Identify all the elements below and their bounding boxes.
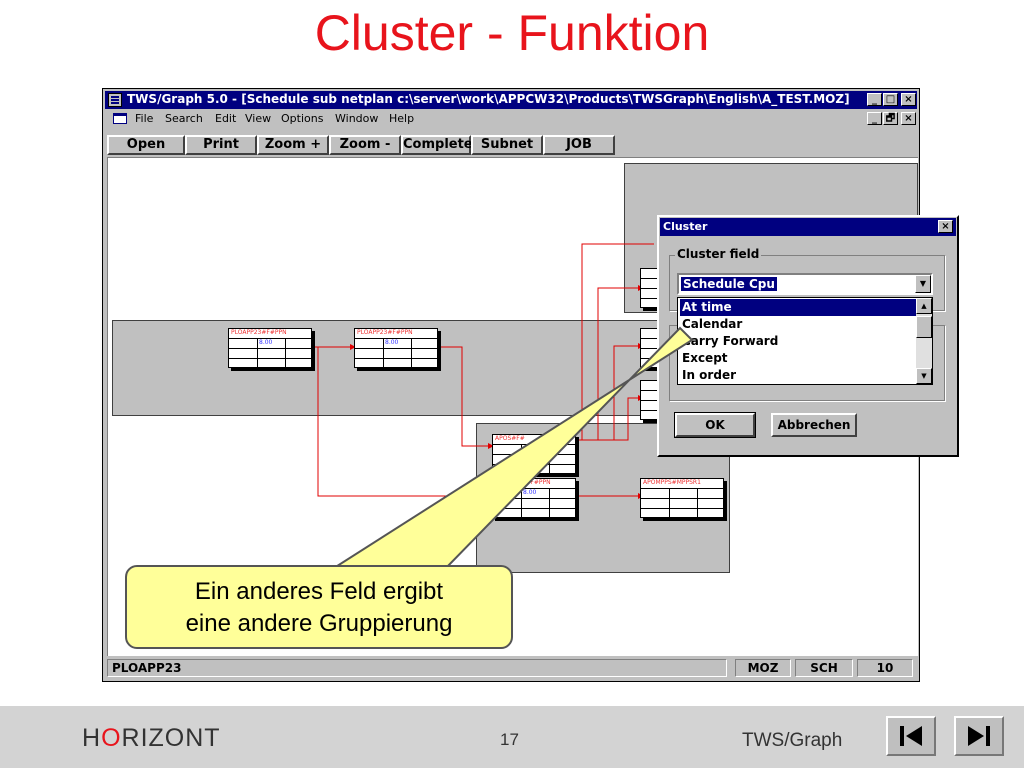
- scroll-up-icon[interactable]: ▲: [916, 298, 932, 314]
- previous-slide-button[interactable]: [886, 716, 936, 756]
- cluster-field-select[interactable]: Schedule Cpu ▼: [677, 273, 933, 295]
- status-bar: PLOAPP23 MOZ SCH 10: [105, 657, 917, 679]
- close-button[interactable]: ×: [901, 93, 916, 106]
- callout-tail: [330, 326, 694, 569]
- dialog-close-button[interactable]: ×: [938, 220, 953, 233]
- node-value: 8.00: [259, 339, 273, 346]
- menu-file[interactable]: File: [135, 112, 154, 125]
- print-button[interactable]: Print: [185, 135, 257, 155]
- job-button[interactable]: JOB: [543, 135, 615, 155]
- window-title: TWS/Graph 5.0 - [Schedule sub netplan c:…: [127, 92, 850, 106]
- job-node[interactable]: APOMPPS#MPPSR1: [640, 478, 724, 518]
- chevron-down-icon[interactable]: ▼: [915, 275, 931, 293]
- status-count: 10: [857, 659, 913, 677]
- cluster-field-list[interactable]: At time Calendar Carry Forward Except In…: [677, 297, 933, 385]
- callout-line: Ein anderes Feld ergibt: [194, 578, 444, 605]
- doc-close-button[interactable]: ×: [901, 112, 916, 125]
- node-value: 8.00: [523, 489, 537, 496]
- arrowhead: [488, 443, 494, 449]
- ok-button[interactable]: OK: [674, 412, 756, 438]
- node-label: PLOAPP23#F#PPN: [357, 329, 413, 336]
- toolbar: Open Print Zoom + Zoom - Complete Subnet…: [105, 133, 917, 155]
- slide-footer: HORIZONT 17 TWS/Graph: [0, 706, 1024, 768]
- node-label: APOS#F#: [495, 435, 525, 442]
- footer-app-name: TWS/Graph: [742, 730, 843, 751]
- menu-edit[interactable]: Edit: [215, 112, 237, 125]
- slide-title: Cluster - Funktion: [314, 5, 710, 61]
- cluster-field-label: Cluster field: [675, 247, 762, 261]
- skip-forward-icon: [968, 726, 990, 746]
- open-button[interactable]: Open: [107, 135, 185, 155]
- horizont-logo: HORIZONT: [82, 724, 221, 752]
- zoom-in-button[interactable]: Zoom +: [257, 135, 329, 155]
- link: [317, 347, 488, 497]
- menu-options[interactable]: Options: [281, 112, 324, 125]
- callout-line: eine andere Gruppierung: [185, 610, 453, 637]
- subnet-button[interactable]: Subnet: [471, 135, 543, 155]
- scroll-thumb[interactable]: [916, 316, 932, 338]
- status-file: MOZ: [735, 659, 791, 677]
- list-scrollbar[interactable]: ▲ ▼: [916, 298, 932, 384]
- doc-minimize-button[interactable]: _: [867, 112, 882, 125]
- arrowhead: [350, 344, 356, 350]
- list-item[interactable]: Calendar: [682, 317, 743, 331]
- menu-bar: File Search Edit View Options Window Hel…: [105, 110, 917, 128]
- node-label: APOMPPS#MPPSR1: [643, 479, 701, 486]
- status-job-name: PLOAPP23: [107, 659, 727, 677]
- list-item[interactable]: Except: [682, 351, 728, 365]
- menu-help[interactable]: Help: [389, 112, 415, 125]
- dialog-titlebar[interactable]: Cluster ×: [660, 218, 956, 236]
- complete-button[interactable]: Complete: [401, 135, 473, 155]
- link: [434, 346, 488, 447]
- node-value: 8.00: [385, 339, 399, 346]
- minimize-button[interactable]: _: [867, 93, 882, 106]
- menu-view[interactable]: View: [245, 112, 272, 125]
- cancel-button[interactable]: Abbrechen: [771, 413, 857, 437]
- skip-back-icon: [900, 726, 922, 746]
- callout-box: Ein anderes Feld ergibt eine andere Grup…: [125, 565, 513, 649]
- page-number: 17: [500, 730, 519, 749]
- dependency-links: [310, 243, 654, 499]
- next-slide-button[interactable]: [954, 716, 1004, 756]
- dialog-title: Cluster: [663, 220, 708, 233]
- document-icon[interactable]: [113, 113, 127, 124]
- zoom-out-button[interactable]: Zoom -: [329, 135, 401, 155]
- menu-search[interactable]: Search: [165, 112, 203, 125]
- combo-value: Schedule Cpu: [681, 277, 777, 291]
- cluster-dialog: Cluster × Cluster field Schedule Cpu ▼ A…: [657, 215, 959, 457]
- list-item[interactable]: Carry Forward: [682, 334, 779, 348]
- job-node[interactable]: PLOAPP23#F#PPN 8.00: [354, 328, 438, 368]
- app-icon[interactable]: [108, 93, 122, 107]
- menu-window[interactable]: Window: [335, 112, 379, 125]
- job-node[interactable]: PLOAPP23#F#PPN 8.00: [228, 328, 312, 368]
- list-item[interactable]: In order: [682, 368, 736, 382]
- doc-restore-button[interactable]: 🗗: [883, 112, 898, 125]
- link: [576, 397, 638, 441]
- list-item[interactable]: At time: [680, 299, 916, 316]
- node-label: PLOAPP23#F#PPN: [231, 329, 287, 336]
- scroll-down-icon[interactable]: ▼: [916, 368, 932, 384]
- maximize-button[interactable]: □: [883, 93, 898, 106]
- status-mode: SCH: [795, 659, 853, 677]
- window-titlebar[interactable]: TWS/Graph 5.0 - [Schedule sub netplan c:…: [105, 91, 917, 109]
